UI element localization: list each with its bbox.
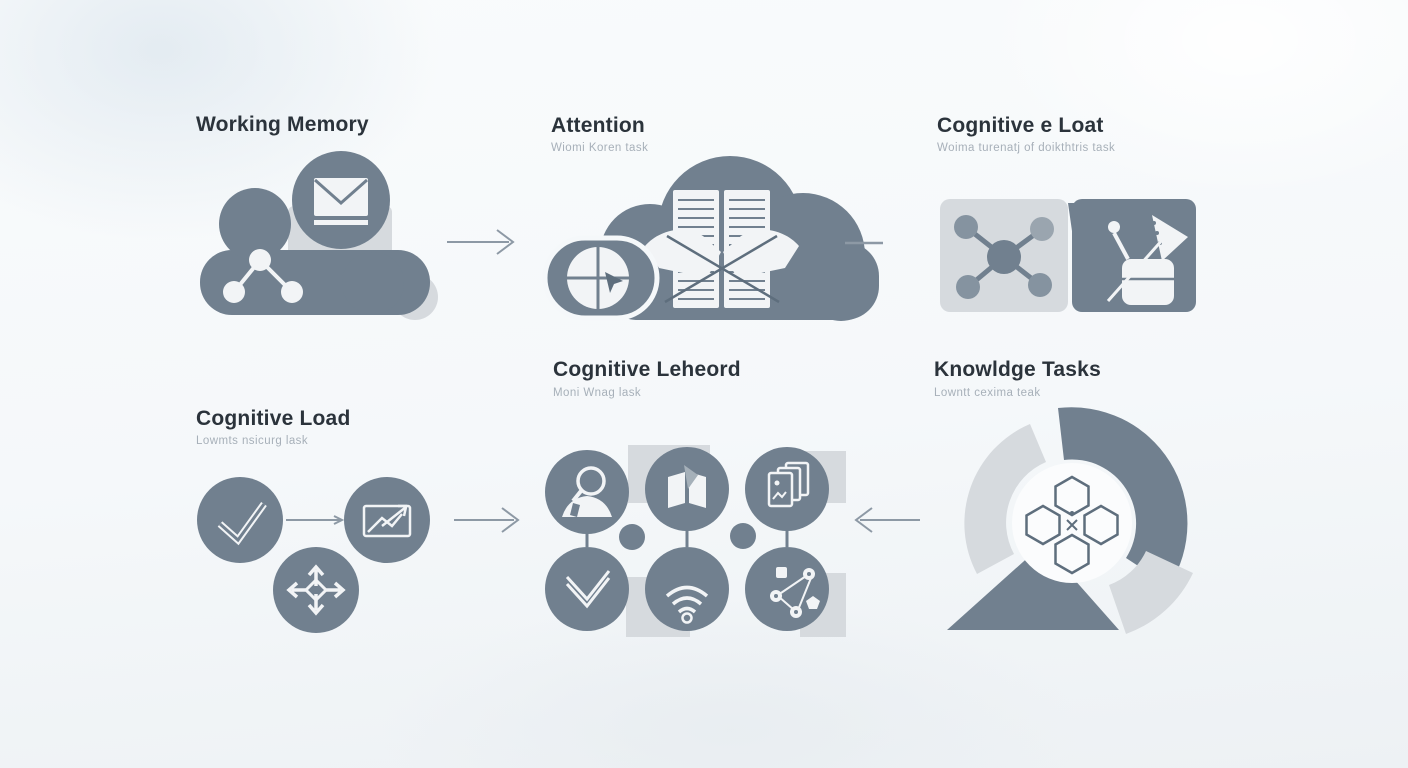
title-cognitive-leheord: Cognitive Leheord: [553, 358, 741, 381]
subtitle-cognitive-e-loat: Woima turenatj of doikthtris task: [937, 142, 1116, 154]
cycle-arcs: [947, 407, 1193, 634]
book-icon: [645, 447, 729, 531]
background-blob: [980, 0, 1408, 200]
left-arrow-icon: [854, 507, 920, 533]
title-cognitive-load: Cognitive Load: [196, 407, 351, 430]
network-nodes-icon: [223, 249, 303, 303]
cognitive-load-illustration: [197, 477, 430, 633]
link-line: [286, 515, 345, 525]
toolbox-icon: [1106, 215, 1188, 305]
cognitive-leheord-illustration: [545, 445, 846, 637]
dash-connector: [845, 241, 883, 245]
subtitle-cognitive-leheord: Moni Wnag lask: [553, 387, 642, 399]
double-check-icon: [545, 547, 629, 631]
right-arrow-icon: [454, 507, 520, 533]
user-search-icon: [545, 450, 629, 534]
subtitle-cognitive-load: Lowmts nsicurg lask: [196, 435, 309, 447]
subtitle-attention: Wiomi Koren task: [551, 142, 649, 154]
target-icon: [542, 235, 660, 321]
title-working-memory: Working Memory: [196, 113, 369, 136]
move-arrows-icon: [273, 547, 359, 633]
hexagon-cluster-icon: [1025, 475, 1119, 575]
knowledge-tasks-illustration: [947, 407, 1193, 634]
envelope-icon: [292, 151, 390, 249]
right-arrow-icon: [447, 229, 515, 255]
hands-icon: [645, 229, 799, 304]
workflow-icon: [745, 547, 829, 631]
molecule-icon: [954, 215, 1054, 299]
attention-illustration: [542, 156, 879, 321]
wifi-icon: [645, 547, 729, 631]
title-cognitive-e-loat: Cognitive e Loat: [937, 114, 1104, 137]
image-export-icon: [344, 477, 430, 563]
photos-icon: [745, 447, 829, 531]
subtitle-knowledge-tasks: Lowntt cexima teak: [934, 387, 1041, 399]
toolbox-tile: [1068, 199, 1196, 312]
working-memory-illustration: [200, 151, 438, 320]
molecule-tile: [940, 199, 1068, 312]
checkmark-icon: [197, 477, 283, 563]
connectors: [585, 523, 789, 550]
title-knowledge-tasks: Knowldge Tasks: [934, 358, 1101, 381]
title-attention: Attention: [551, 114, 645, 137]
cognitive-loat-illustration: [940, 199, 1196, 312]
